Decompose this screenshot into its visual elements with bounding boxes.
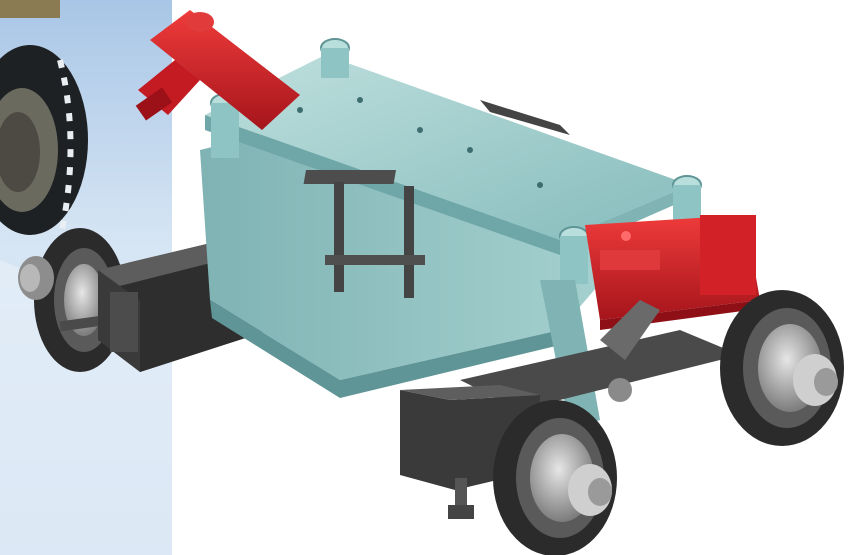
chassis-frame (200, 38, 702, 430)
suspension-arm (460, 300, 740, 410)
front-wheel (493, 400, 617, 555)
hydraulic-cylinder-right (585, 215, 760, 330)
hydraulic-cylinder-left (135, 10, 300, 130)
right-wheel (720, 290, 844, 446)
